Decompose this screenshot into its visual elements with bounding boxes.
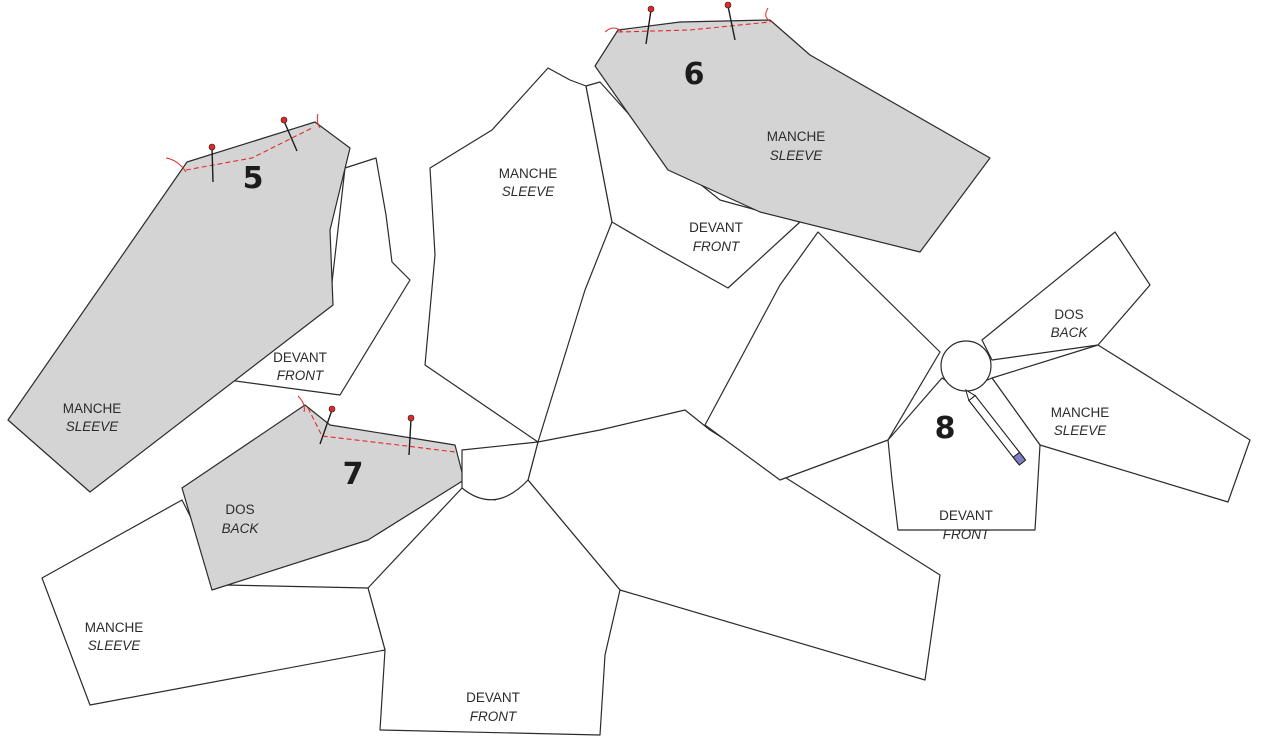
step-7-number: 7 (343, 457, 364, 492)
step-8-group: 8 DOS BACK MANCHE SLEEVE DEVANT FRONT (704, 231, 1251, 542)
step-6-group: 6 MANCHE SLEEVE MANCHE SLEEVE DEVANT FRO… (424, 1, 991, 443)
step5-sleeve-label: MANCHE (63, 401, 122, 416)
step7-front-label: DEVANT (466, 690, 520, 705)
pin-icon (280, 116, 288, 124)
step8-sleeve-label: MANCHE (1051, 405, 1110, 420)
step8-front-label: DEVANT (939, 508, 993, 523)
step7-neck-circle (461, 441, 539, 501)
step6-thread (604, 7, 773, 33)
step7-back-piece (181, 404, 465, 591)
pencil-icon (965, 389, 1027, 466)
pin-icon (208, 143, 216, 151)
step6-sleeve-label-en: SLEEVE (770, 148, 824, 163)
step6-front-label-en: FRONT (693, 239, 741, 254)
step7-pin-1 (319, 409, 333, 445)
step7-front-label-en: FRONT (470, 709, 518, 724)
step5-front-label-en: FRONT (277, 368, 325, 383)
step8-neck-circle (940, 340, 992, 392)
step7-sleeve-label-en: SLEEVE (88, 638, 142, 653)
step7-sleeve-label: MANCHE (85, 620, 144, 635)
step5-sleeve-label-en: SLEEVE (66, 419, 120, 434)
step7-back-label-en: BACK (222, 521, 260, 536)
step5-thread (165, 113, 321, 173)
step6-pin-2 (727, 5, 736, 41)
pin-icon (407, 414, 415, 422)
step8-front-label-en: FRONT (943, 527, 991, 542)
step6-pin-1 (645, 9, 652, 45)
step6-left-sleeve-label-en: SLEEVE (502, 184, 556, 199)
step-5-group: 5 MANCHE SLEEVE DEVANT FRONT (7, 113, 411, 493)
step8-back-label: DOS (1054, 307, 1083, 322)
step6-sleeve-left (424, 67, 613, 443)
step7-left-sleeve (41, 499, 386, 706)
pin-icon (328, 405, 336, 413)
step7-stitch-line (307, 407, 456, 453)
step7-back-label: DOS (225, 502, 254, 517)
step8-sleeve-label-en: SLEEVE (1054, 423, 1108, 438)
step7-thread (297, 395, 305, 413)
pin-icon (647, 5, 655, 13)
step6-left-sleeve-label: MANCHE (499, 166, 558, 181)
step-6-number: 6 (684, 57, 705, 92)
step5-sleeve-piece (7, 121, 351, 493)
step5-pin-1 (211, 147, 214, 183)
step8-back-label-en: BACK (1051, 325, 1089, 340)
pin-icon (724, 1, 732, 9)
step5-front-label: DEVANT (273, 350, 327, 365)
step5-stitch-line (185, 127, 313, 171)
step-8-number: 8 (935, 411, 956, 446)
step-7-group: 7 DOS BACK MANCHE SLEEVE DEVANT FRONT (41, 395, 941, 736)
step-5-number: 5 (243, 161, 264, 196)
step6-front-label: DEVANT (689, 220, 743, 235)
step6-stitch-line (617, 21, 771, 33)
step7-pin-2 (408, 418, 412, 456)
step6-sleeve-label: MANCHE (767, 129, 826, 144)
step5-pin-2 (283, 120, 298, 152)
step8-back-piece (981, 231, 1151, 361)
